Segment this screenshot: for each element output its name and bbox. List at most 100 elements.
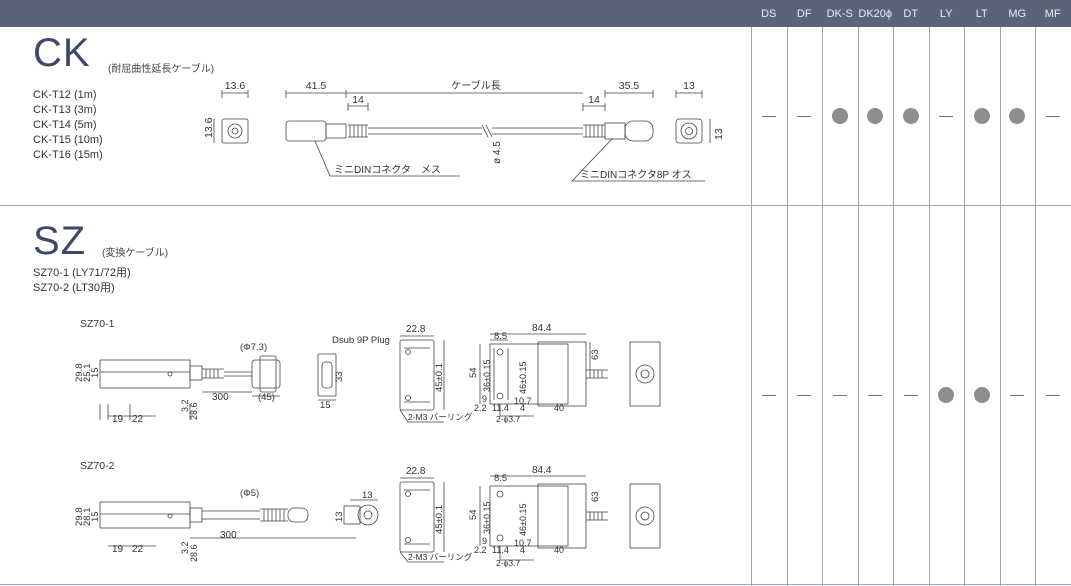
sz-not-compatible-dash [868,395,883,396]
sz70-1-d33: 33 [334,371,345,382]
column-header: DF [796,7,812,20]
column-header: LY [939,7,953,20]
sz-compatible-dot [973,387,990,403]
sz70-2-h54: 54 [468,509,479,520]
sz70-1-w84: 84.4 [532,323,552,334]
ck-cable-drawing: 13.6 41.5 14 ケーブル長 14 35.5 13 13.6 13 ø … [203,79,725,182]
list-item: SZ70-2 (LT30用) [33,282,115,294]
ck-dim-2: 41.5 [306,80,327,92]
sz70-1-w1: 19 [112,414,124,425]
sz70-1-d15: 15 [320,400,331,411]
sz70-2-length: 300 [220,530,237,541]
list-item: SZ70-1 (LY71/72用) [33,267,131,279]
column-divider [822,27,823,586]
sz70-2-w40: 40 [554,545,564,555]
ck-compatible-dot [1009,108,1026,124]
column-divider [964,27,965,586]
list-item: CK-T14 (5m) [33,119,97,131]
sz-title: SZ [33,219,87,263]
sz70-2-w85: 8.5 [494,473,507,484]
sz70-1-h3: 15 [90,367,101,378]
ck-dim-diameter: ø 4.5 [492,141,503,164]
sz-not-compatible-dash [903,395,918,396]
sz70-2-h46: 46±0.15 [518,504,528,536]
column-divider [787,27,788,586]
sz70-1-v1: 3.2 [180,399,190,412]
sz70-2-w22: 2.2 [474,545,487,555]
compat-header-bar [0,0,1071,27]
column-header: LT [975,7,988,20]
ck-compatible-dot [867,108,884,124]
column-header: DK20ϕ [858,7,893,20]
sz70-1-h9: 9 [482,394,487,404]
column-header: DT [903,7,919,20]
column-header: MF [1044,7,1061,20]
ck-model-list: CK-T12 (1m) CK-T13 (3m) CK-T14 (5m) CK-T… [33,88,103,163]
column-header: DK-S [826,7,853,20]
sz70-2-h3: 15 [90,511,101,522]
sz70-2-h45: 45±0.1 [434,505,445,534]
sz70-1-h54: 54 [468,367,479,378]
sz70-2-phi: (Φ5) [240,488,259,499]
sz70-1-w85: 8.5 [494,331,507,342]
sz70-2-h36: 36±0.15 [482,502,492,534]
ck-compatible-dot [902,108,919,124]
ck-not-compatible-dash [939,116,954,117]
sz70-2-w1: 19 [112,544,124,555]
sz70-1-phi: (Φ7.3) [240,342,267,353]
sz70-2-m3: 2-M3 バーリング [408,552,473,562]
ck-dim-length: ケーブル長 [451,79,500,92]
sz70-1-top: 22.8 [406,324,426,335]
sz70-2-hole: 2-ϕ3.7 [496,558,520,568]
ck-label-female: ミニDINコネクタ メス [334,164,441,176]
column-divider [893,27,894,586]
sz70-2-top: 22.8 [406,466,426,477]
sz70-2-drawing: SZ70-2 29.8 28.1 15 19 22 3.2 28.6 300 (… [74,460,661,568]
sz70-2-d13b: 13 [362,490,373,501]
ck-dim-6: 13 [683,80,695,92]
column-divider [1035,27,1036,586]
list-item: CK-T15 (10m) [33,134,103,146]
sz-not-compatible-dash [1045,395,1060,396]
sz70-1-h36: 36±0.15 [482,360,492,392]
sz-compatible-dot [938,387,955,403]
sz-not-compatible-dash [1010,395,1025,396]
sz70-1-w2: 22 [132,414,144,425]
list-item: CK-T16 (15m) [33,149,103,161]
column-divider [929,27,930,586]
sz-subtitle: (変換ケーブル) [102,248,169,259]
column-divider [751,27,752,586]
sz70-1-drawing: SZ70-1 29.8 25.1 15 19 22 3.2 28.6 300 (… [74,318,661,425]
sz70-1-w22: 2.2 [474,403,487,413]
sz70-1-h45: 45±0.1 [434,363,445,392]
sz70-1-h46: 46±0.15 [518,362,528,394]
row-divider [0,584,1071,585]
sz70-2-v1: 3.2 [180,541,190,554]
row-divider [0,205,1071,206]
sz70-1-h63: 63 [590,349,601,360]
ck-compatible-dot [831,108,848,124]
ck-label-male: ミニDINコネクタ8P オス [580,169,692,181]
sz70-1-length: 300 [212,392,229,403]
sz70-2-w4: 4 [520,545,525,555]
ck-title: CK [33,31,91,75]
list-item: CK-T13 (3m) [33,104,97,116]
list-item: CK-T12 (1m) [33,89,97,101]
sz70-2-w2: 22 [132,544,144,555]
sz70-2-h2: 28.1 [82,508,93,527]
column-divider [1000,27,1001,586]
sz70-1-w4: 4 [520,403,525,413]
ck-subtitle: (耐屈曲性延長ケーブル) [108,64,215,75]
sz70-2-w114: 11.4 [492,545,509,555]
ck-dim-1: 13.6 [225,80,246,92]
sz70-1-hole: 2-ϕ3.7 [496,414,520,424]
sz70-2-h9: 9 [482,536,487,546]
sz70-1-w107: 10.7 [514,396,532,406]
sz70-1-plug: Dsub 9P Plug [332,335,390,346]
column-divider [858,27,859,586]
ck-dim-left-v: 13.6 [203,117,215,138]
ck-not-compatible-dash [761,116,776,117]
sz70-1-w40: 40 [554,403,564,413]
sz70-1-h1: 29.8 [74,364,85,383]
sz-not-compatible-dash [761,395,776,396]
